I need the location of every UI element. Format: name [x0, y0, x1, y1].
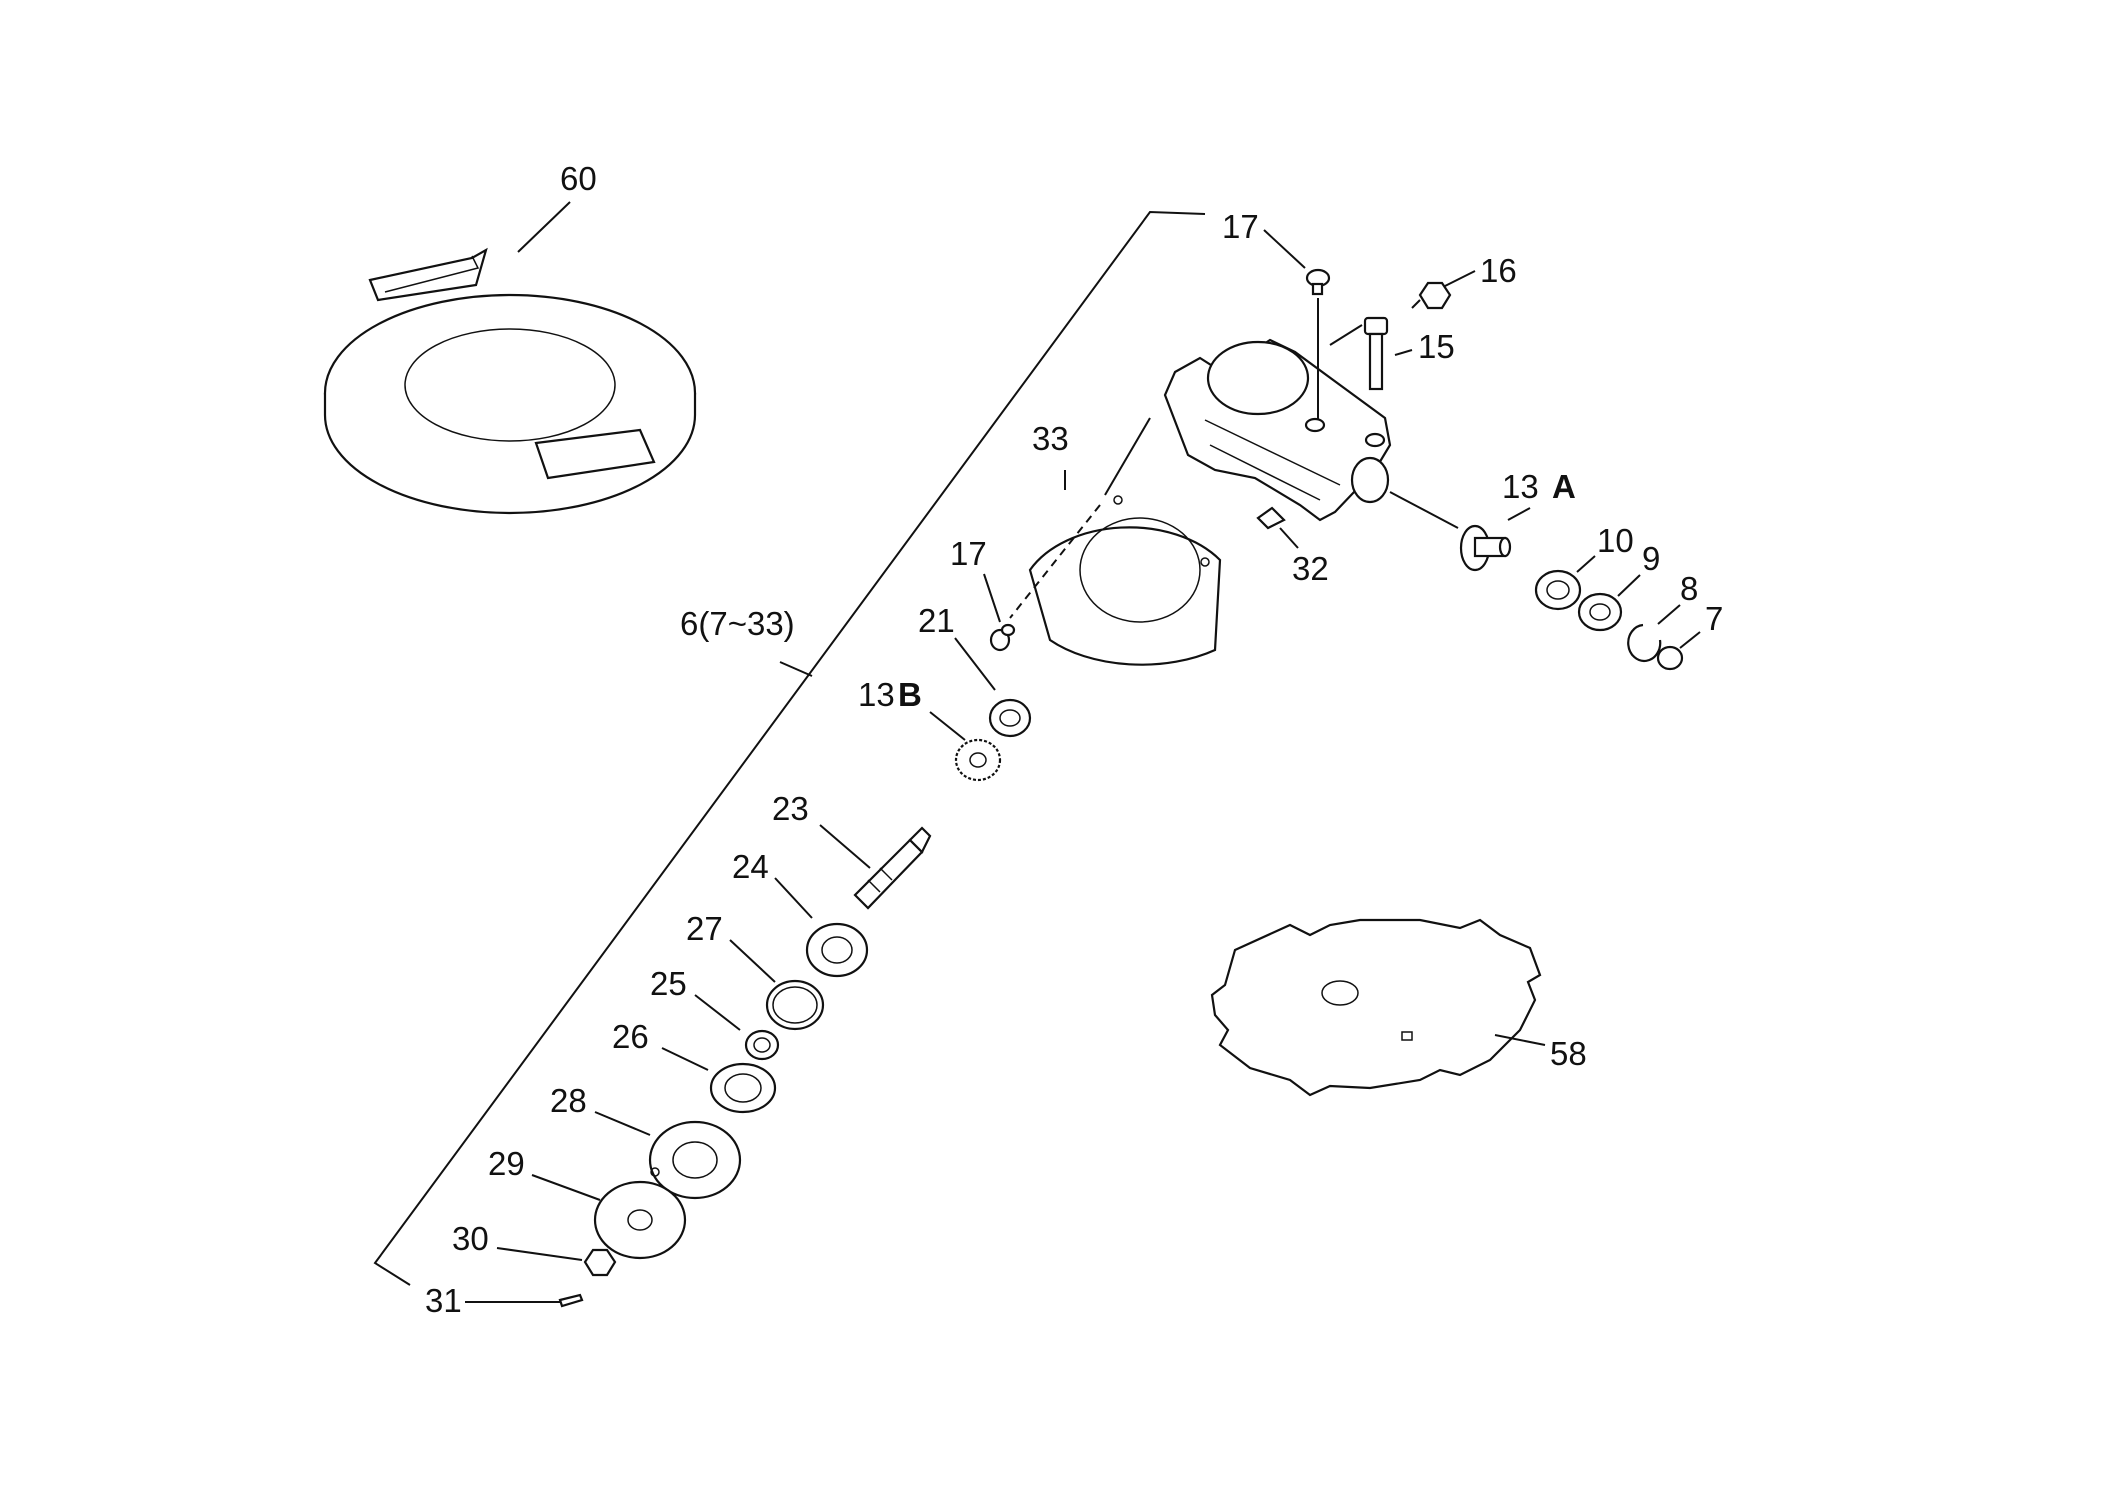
part-17-screw-upper	[1263, 229, 1331, 420]
part-30-nut	[496, 1247, 617, 1277]
label-13a-number: 13	[1502, 468, 1539, 505]
label-60: 60	[560, 160, 597, 197]
part-9-bearing	[1577, 574, 1641, 632]
label-31: 31	[425, 1282, 462, 1319]
label-24: 24	[732, 848, 769, 885]
label-13b-number: 13	[858, 676, 895, 713]
label-9: 9	[1642, 540, 1660, 577]
part-13b-bevel-gear	[929, 711, 1002, 782]
label-17-lower: 17	[950, 535, 987, 572]
label-58: 58	[1550, 1035, 1587, 1072]
part-13a-pinion	[1459, 507, 1531, 572]
part-26-seal	[661, 1047, 777, 1114]
part-15-bolt	[1363, 316, 1413, 391]
part-31-pin	[465, 1293, 584, 1308]
label-13b-letter: B	[898, 676, 922, 713]
part-33-guard-plate	[1009, 417, 1222, 666]
label-26: 26	[612, 1018, 649, 1055]
part-60-guard	[323, 201, 697, 515]
part-32-washer	[1256, 506, 1299, 549]
label-16: 16	[1480, 252, 1517, 289]
part-21-bearing	[954, 637, 1032, 738]
part-8-circlip	[1627, 604, 1681, 663]
label-10: 10	[1597, 522, 1634, 559]
label-6-assembly: 6(7~33)	[680, 605, 795, 642]
part-29-cup	[531, 1174, 687, 1260]
part-28-holder	[594, 1111, 742, 1200]
label-23: 23	[772, 790, 809, 827]
part-7-ring	[1656, 631, 1701, 671]
label-13a-letter: A	[1552, 468, 1576, 505]
label-29: 29	[488, 1145, 525, 1182]
label-32: 32	[1292, 550, 1329, 587]
part-27-ring	[729, 939, 825, 1031]
label-21: 21	[918, 602, 955, 639]
part-25-collar	[694, 994, 780, 1061]
label-15: 15	[1418, 328, 1455, 365]
label-7: 7	[1705, 600, 1723, 637]
label-33: 33	[1032, 420, 1069, 457]
part-16-nut	[1411, 270, 1476, 310]
assembly-bracket	[373, 210, 1206, 1286]
label-8: 8	[1680, 570, 1698, 607]
label-17-upper: 17	[1222, 208, 1259, 245]
part-17-screw-lower	[983, 573, 1016, 652]
label-30: 30	[452, 1220, 489, 1257]
part-10-bearing	[1534, 555, 1596, 611]
part-labels: 60 17 16 15 33 13 A 10 9 8 7 17 32 6(7~3…	[425, 160, 1723, 1319]
label-28: 28	[550, 1082, 587, 1119]
gear-case	[1163, 324, 1459, 529]
part-24-bearing	[774, 877, 869, 978]
part-23-shaft	[819, 824, 932, 910]
label-25: 25	[650, 965, 687, 1002]
part-58-blade	[1210, 918, 1546, 1097]
label-27: 27	[686, 910, 723, 947]
